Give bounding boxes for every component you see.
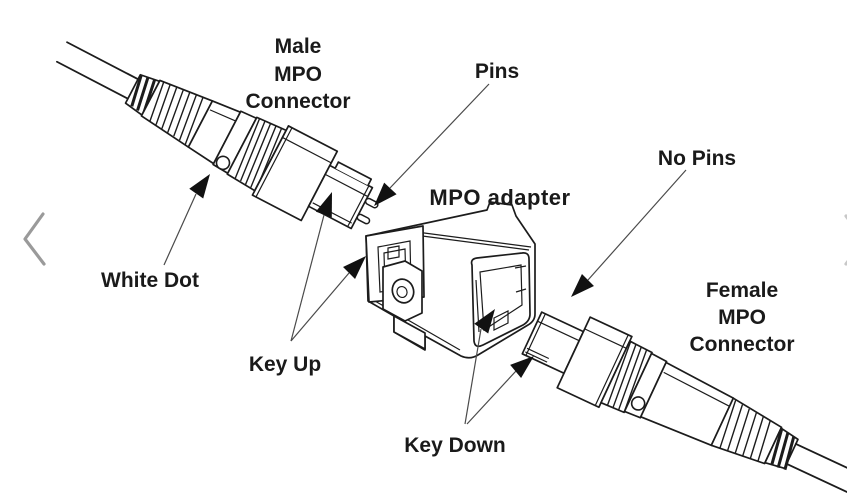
white-dot-leader-line xyxy=(163,193,197,266)
female-connector-label-line1: Female xyxy=(706,279,778,302)
key-up-arrowhead-2 xyxy=(343,256,366,279)
pins-arrowhead xyxy=(374,182,397,206)
key-down-label: Key Down xyxy=(404,434,506,457)
female-connector-label-line2: MPO xyxy=(718,306,766,329)
key-down-arrowhead-1 xyxy=(474,309,495,334)
male-guide-pin-2 xyxy=(356,213,371,225)
female-connector-label-line3: Connector xyxy=(690,333,795,356)
female-cable xyxy=(785,442,847,497)
male-white-dot-marker xyxy=(215,155,231,171)
key-up-leader-line-1 xyxy=(290,214,325,342)
mpo-adapter-label: MPO adapter xyxy=(429,185,570,210)
pins-label: Pins xyxy=(475,60,519,83)
white-dot-arrowhead xyxy=(189,174,210,199)
mpo-adapter-drawing xyxy=(365,201,536,359)
key-up-label: Key Up xyxy=(249,353,321,376)
no-pins-leader-line xyxy=(587,169,687,281)
female-white-dot-marker xyxy=(630,396,646,411)
pins-leader-line xyxy=(389,83,490,189)
female-mpo-connector-drawing xyxy=(521,311,847,497)
carousel-prev-button[interactable] xyxy=(23,212,46,266)
adapter-key-up-slot xyxy=(387,245,400,260)
no-pins-label: No Pins xyxy=(658,147,736,170)
male-boot-ribs xyxy=(149,81,204,145)
white-dot-label: White Dot xyxy=(101,269,199,292)
key-down-leader-line-1 xyxy=(464,328,482,425)
male-ferrule-key xyxy=(334,161,373,186)
male-housing xyxy=(251,125,339,222)
male-connector-label-line1: Male xyxy=(275,35,322,58)
adapter-foot-tab xyxy=(393,315,426,350)
male-mpo-connector-drawing xyxy=(56,41,379,230)
annotation-arrows xyxy=(163,83,687,425)
no-pins-arrowhead xyxy=(571,274,594,297)
female-boot-ribs xyxy=(719,400,771,462)
key-down-arrowhead-2 xyxy=(510,356,534,378)
male-cable xyxy=(56,41,139,100)
male-connector-label-line2: MPO xyxy=(274,63,322,86)
male-connector-label-line3: Connector xyxy=(246,90,351,113)
key-up-arrowhead-1 xyxy=(315,192,332,218)
female-housing xyxy=(556,316,633,409)
adapter-key-down-slot xyxy=(493,310,509,331)
key-up-leader-line-2 xyxy=(290,272,350,342)
key-down-leader-line-2 xyxy=(466,370,517,425)
